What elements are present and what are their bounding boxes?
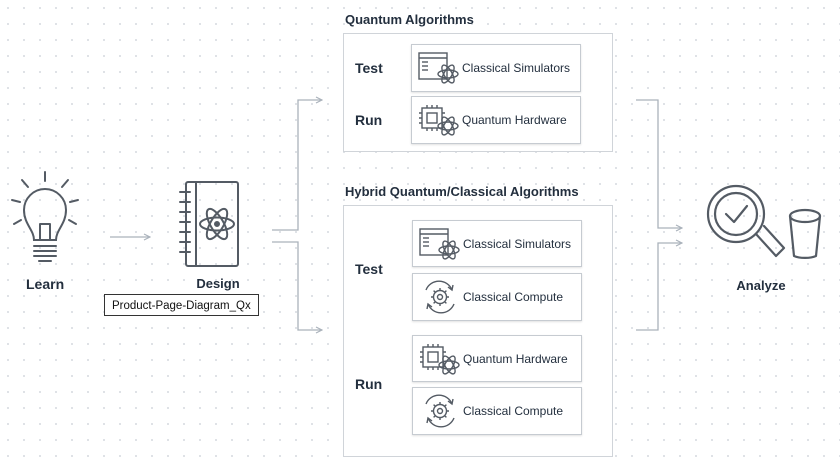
gear-cycle-icon <box>417 280 463 314</box>
hybrid-run-classical-compute-card[interactable]: Classical Compute <box>412 387 582 435</box>
hybrid-test-label: Test <box>355 261 383 277</box>
hybrid-classical-simulators-card[interactable]: Classical Simulators <box>412 220 582 267</box>
hybrid-test-classical-compute-card[interactable]: Classical Compute <box>412 273 582 321</box>
design-label: Design <box>196 276 240 291</box>
learn-label: Learn <box>26 276 65 292</box>
browser-atom-icon <box>417 227 463 261</box>
quantum-hardware-label: Quantum Hardware <box>462 113 567 127</box>
design-step: Design <box>168 178 278 298</box>
design-tooltip: Product-Page-Diagram_Qx <box>104 294 259 316</box>
quantum-hardware-card[interactable]: Quantum Hardware <box>411 96 581 144</box>
hybrid-run-label: Run <box>355 376 383 392</box>
quantum-algorithms-title: Quantum Algorithms <box>345 12 474 27</box>
hybrid-algorithms-title: Hybrid Quantum/Classical Algorithms <box>345 184 579 199</box>
analyze-step: Analyze <box>700 180 830 300</box>
classical-simulators-card[interactable]: Classical Simulators <box>411 44 581 92</box>
hybrid-classical-simulators-label: Classical Simulators <box>463 236 572 251</box>
analyze-label: Analyze <box>736 278 786 293</box>
notebook-atom-icon <box>179 181 239 267</box>
magnifier-check-bucket-icon <box>706 184 822 259</box>
lightbulb-icon <box>11 171 79 262</box>
hybrid-test-classical-compute-label: Classical Compute <box>463 290 564 304</box>
quantum-run-label: Run <box>355 112 383 128</box>
hybrid-quantum-hardware-card[interactable]: Quantum Hardware <box>412 335 582 382</box>
classical-simulators-label: Classical Simulators <box>462 61 571 75</box>
hybrid-run-classical-compute-label: Classical Compute <box>463 404 564 418</box>
browser-atom-icon <box>416 51 462 85</box>
gear-cycle-icon <box>417 394 463 428</box>
hybrid-quantum-hardware-label: Quantum Hardware <box>463 351 568 366</box>
learn-step: Learn <box>0 170 90 300</box>
chip-atom-icon <box>416 103 462 137</box>
quantum-test-label: Test <box>355 60 383 76</box>
chip-atom-icon <box>417 342 463 376</box>
